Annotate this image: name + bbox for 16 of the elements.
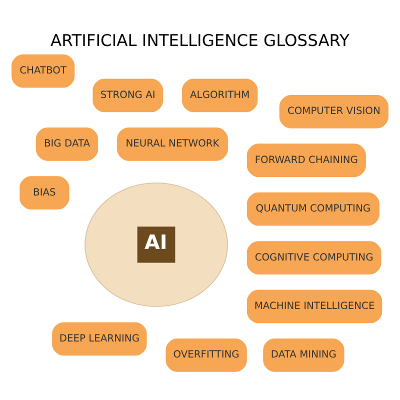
node-box: FORWARD CHAINING bbox=[246, 143, 366, 177]
node-box: DEEP LEARNING bbox=[52, 322, 147, 356]
node-box: OVERFITTING bbox=[166, 338, 247, 372]
node-box: ALGORITHM bbox=[182, 78, 258, 112]
diagram-title: ARTIFICIAL INTELLIGENCE GLOSSARY bbox=[50, 30, 350, 50]
node-box: QUANTUM COMPUTING bbox=[246, 192, 380, 226]
node-ellipse: AI bbox=[84, 182, 228, 306]
node-box: COGNITIVE COMPUTING bbox=[246, 240, 382, 274]
node-box: NEURAL NETWORK bbox=[117, 126, 228, 160]
node-box: DATA MINING bbox=[263, 338, 344, 372]
node-box: BIAS bbox=[20, 176, 70, 210]
node-box: COMPUTER VISION bbox=[279, 94, 388, 128]
node-box: STRONG AI bbox=[92, 78, 164, 112]
node-box: CHATBOT bbox=[12, 54, 75, 88]
node-box: BIG DATA bbox=[36, 126, 98, 160]
node-box: MACHINE INTELLIGENCE bbox=[246, 289, 382, 323]
